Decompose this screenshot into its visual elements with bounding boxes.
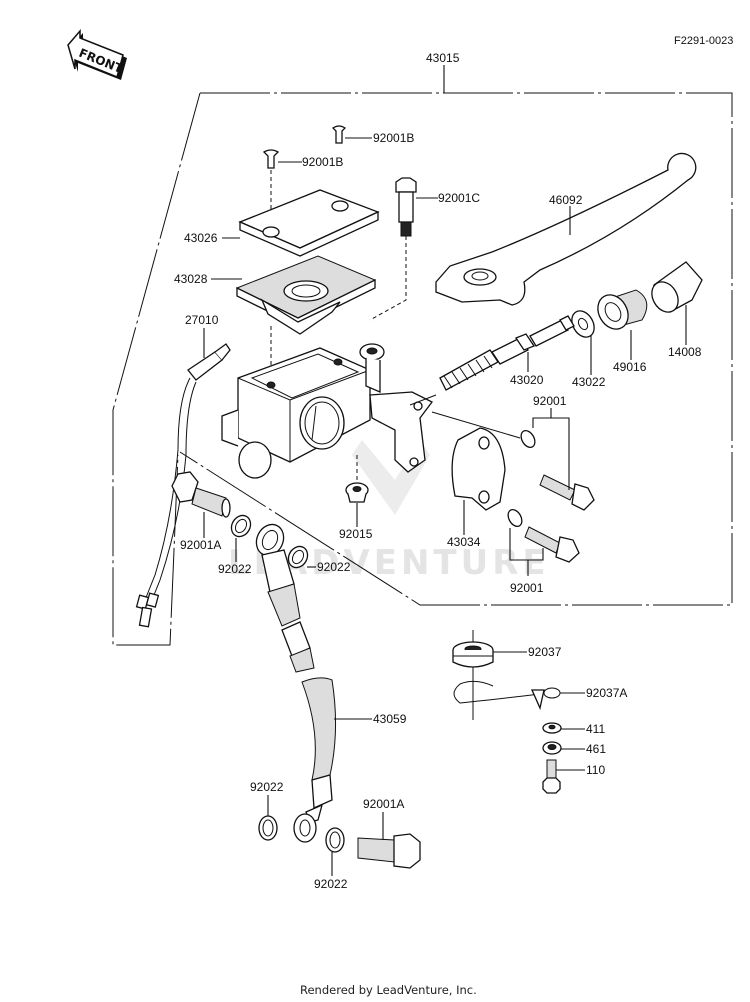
brake-lever-46092: 46092 <box>435 152 697 306</box>
gasket-92022-a: 92022 <box>218 514 252 576</box>
gasket-92022-b: 92022 <box>287 545 351 574</box>
banjo-bolt-92001A-upper: 92001A <box>171 471 231 552</box>
grommet-92037: 92037 <box>452 630 562 720</box>
callout-92037: 92037 <box>528 645 562 659</box>
callout-92015: 92015 <box>339 527 373 541</box>
clamp-bolt-92001-lower: 92001 <box>507 508 580 595</box>
clamp-wire-92037A: 92037A <box>453 680 627 711</box>
callout-411: 411 <box>586 722 605 736</box>
callout-92001C: 92001C <box>438 191 480 205</box>
callout-43020: 43020 <box>510 373 544 387</box>
brake-hose-43059: 43059 <box>255 523 407 843</box>
callout-43059: 43059 <box>373 712 407 726</box>
pivot-bolt-92001C: 92001C <box>369 177 480 321</box>
callout-92001-upper: 92001 <box>533 394 567 408</box>
lock-washer-461: 461 <box>542 741 606 756</box>
front-arrow-icon: FRONT <box>67 28 127 80</box>
screw-92001B-left: 92001B <box>262 149 343 230</box>
callout-43034: 43034 <box>447 535 481 549</box>
footer-credit: Rendered by LeadVenture, Inc. <box>300 983 477 997</box>
bolt-110: 110 <box>542 759 605 794</box>
callout-110: 110 <box>586 763 605 777</box>
callout-14008: 14008 <box>668 345 702 359</box>
callout-27010: 27010 <box>185 313 219 327</box>
gasket-92022-c: 92022 <box>250 780 284 841</box>
callout-92001-lower: 92001 <box>510 581 544 595</box>
callout-92001B-right: 92001B <box>373 131 414 145</box>
banjo-bolt-92001A-lower: 92001A <box>357 797 421 869</box>
piston-kit-43020: 43020 <box>409 315 575 406</box>
reference-code: F2291-0023 <box>674 35 733 47</box>
callout-92022-b: 92022 <box>317 560 351 574</box>
boot-49016: 49016 <box>597 289 648 374</box>
washer-411: 411 <box>542 722 605 736</box>
callout-43026: 43026 <box>184 231 218 245</box>
callout-43028: 43028 <box>174 272 208 286</box>
callout-49016: 49016 <box>613 360 647 374</box>
assembly-frame: 43015 <box>112 51 733 646</box>
master-cylinder-body <box>221 343 433 479</box>
dust-boot-14008: 14008 <box>651 261 703 359</box>
callout-92037A: 92037A <box>586 686 627 700</box>
callout-92022-d: 92022 <box>314 877 348 891</box>
screw-92001B-right: 92001B <box>331 125 414 145</box>
callout-92022-c: 92022 <box>250 780 284 794</box>
brake-switch-27010: 27010 <box>135 313 231 628</box>
callout-43015: 43015 <box>426 51 460 65</box>
callout-43022: 43022 <box>572 375 606 389</box>
callout-46092: 46092 <box>549 193 583 207</box>
washer-43022: 43022 <box>571 310 606 389</box>
reservoir-cap-43026: 43026 <box>184 189 380 257</box>
callout-92001B-left: 92001B <box>302 155 343 169</box>
callout-92001A-lower: 92001A <box>363 797 404 811</box>
callout-92001A-upper: 92001A <box>180 538 221 552</box>
nut-92015: 92015 <box>339 455 373 541</box>
clamp-bolt-92001-upper: 92001 <box>431 394 595 511</box>
callout-92022-a: 92022 <box>218 562 252 576</box>
callout-461: 461 <box>586 742 606 756</box>
clamp-43034: 43034 <box>447 427 506 549</box>
gasket-92022-d: 92022 <box>314 827 348 891</box>
diaphragm-43028: 43028 <box>174 255 377 372</box>
